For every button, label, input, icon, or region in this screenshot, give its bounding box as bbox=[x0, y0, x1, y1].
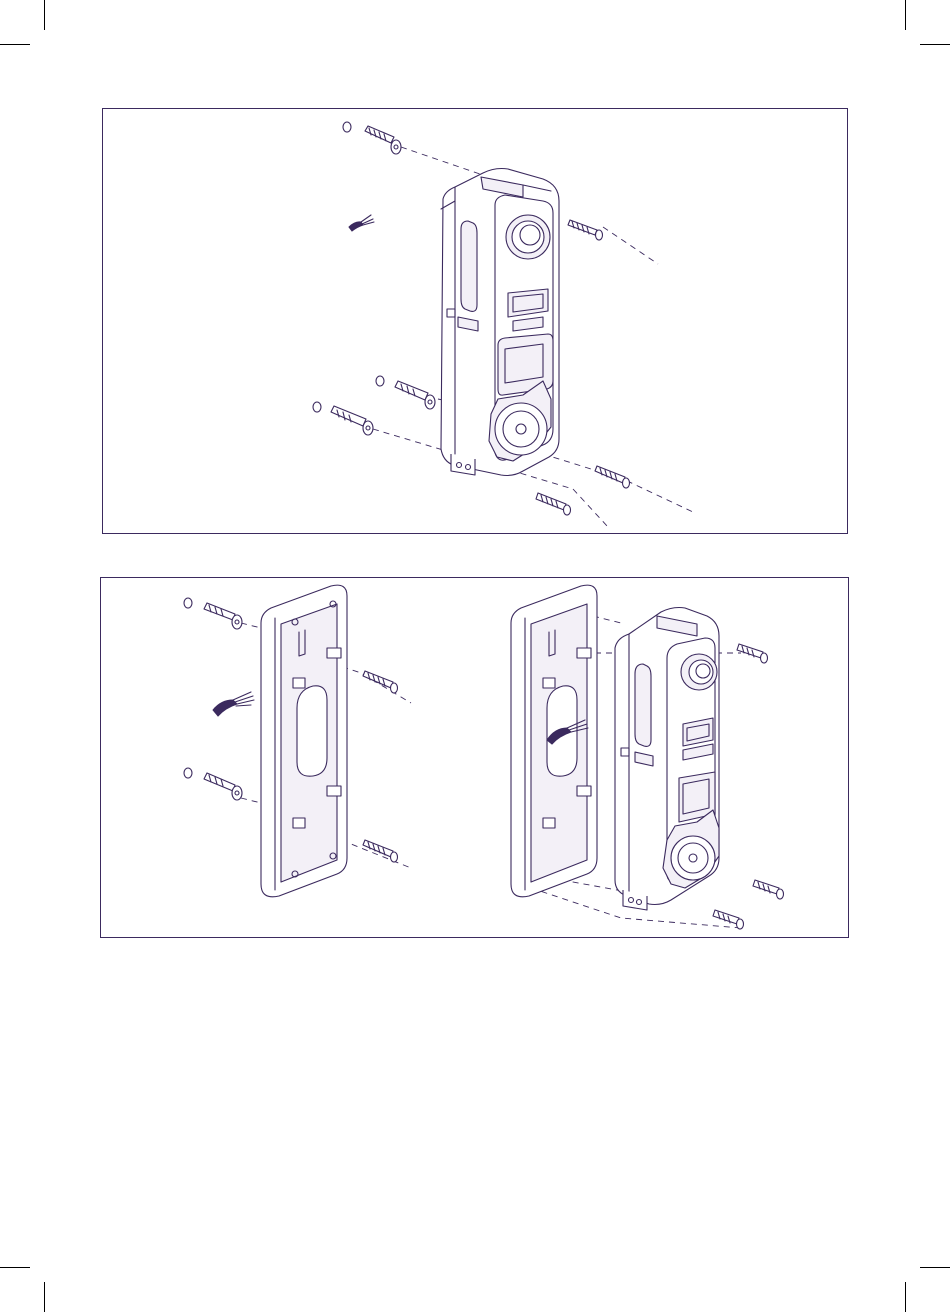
screw-icon bbox=[536, 493, 571, 515]
crop-mark bbox=[905, 1282, 906, 1312]
crop-mark bbox=[905, 0, 906, 30]
crop-mark bbox=[920, 1267, 950, 1268]
doorbell-unit-icon bbox=[615, 608, 719, 911]
doorbell-unit-icon bbox=[441, 169, 559, 476]
screw-icon bbox=[363, 840, 398, 862]
mounting-bracket-icon bbox=[261, 585, 347, 897]
wall-plug-icon bbox=[184, 768, 242, 800]
screw-icon bbox=[737, 644, 768, 663]
crop-mark bbox=[920, 44, 950, 45]
screw-icon bbox=[595, 466, 630, 488]
screw-icon bbox=[568, 220, 603, 240]
step-wall-mounting-panel bbox=[102, 108, 848, 534]
wall-plug-icon bbox=[313, 402, 373, 435]
cable-icon bbox=[213, 692, 254, 716]
wall-mounting-illustration bbox=[103, 109, 847, 533]
step-bracket-and-unit-panel bbox=[100, 577, 849, 938]
wall-plug-icon bbox=[343, 122, 401, 154]
crop-mark bbox=[0, 44, 30, 45]
crop-mark bbox=[0, 1267, 30, 1268]
screw-icon bbox=[753, 880, 784, 899]
wall-plug-icon bbox=[184, 598, 242, 629]
wall-plug-icon bbox=[376, 376, 435, 409]
screw-icon bbox=[363, 671, 398, 693]
cable-icon bbox=[349, 215, 374, 231]
crop-mark bbox=[44, 1282, 45, 1312]
crop-mark bbox=[44, 0, 45, 30]
bracket-and-unit-illustration bbox=[101, 578, 848, 937]
